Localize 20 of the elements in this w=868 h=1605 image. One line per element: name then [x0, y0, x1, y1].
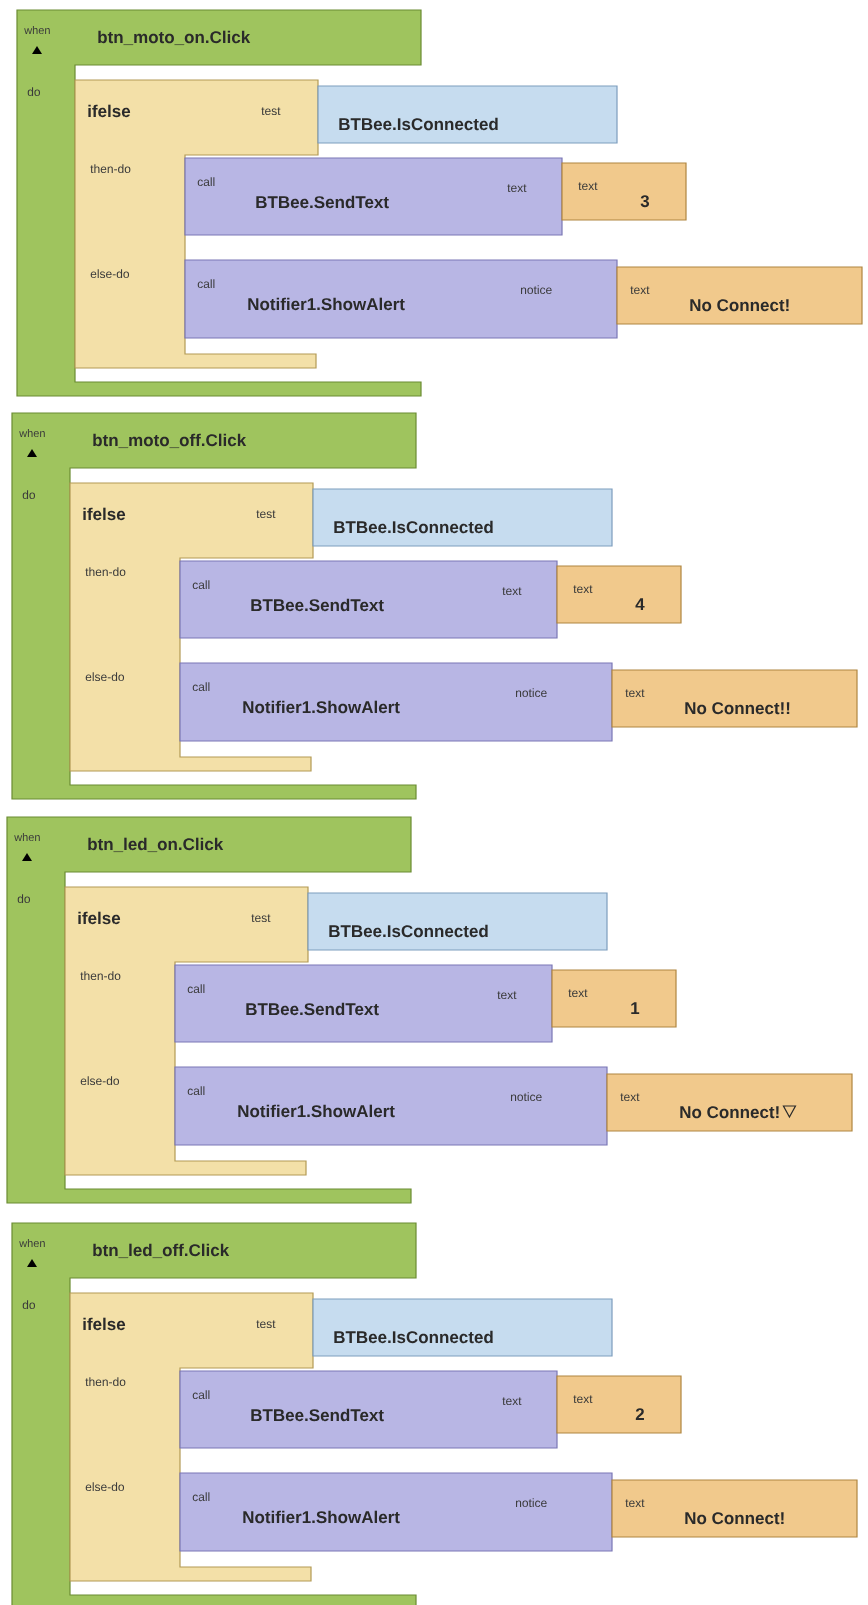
- call-block: call Notifier1.ShowAlert notice: [179, 662, 613, 742]
- text-block: text No Connect!!: [611, 669, 858, 728]
- text-block: text 2: [556, 1375, 682, 1434]
- text-block: text No Connect!: [611, 1479, 858, 1538]
- text-block: text No Connect!: [616, 266, 863, 325]
- call-block: call Notifier1.ShowAlert notice: [184, 259, 618, 339]
- call-block: call Notifier1.ShowAlert notice: [174, 1066, 608, 1146]
- text-block: text 4: [556, 565, 682, 624]
- getter-block: BTBee.IsConnected: [312, 488, 613, 547]
- getter-block: BTBee.IsConnected: [307, 892, 608, 951]
- call-block: call Notifier1.ShowAlert notice: [179, 1472, 613, 1552]
- call-block: call BTBee.SendText text: [184, 157, 563, 236]
- getter-block: BTBee.IsConnected: [317, 85, 618, 144]
- text-block: text 1: [551, 969, 677, 1028]
- getter-block: BTBee.IsConnected: [312, 1298, 613, 1357]
- text-block: text No Connect!: [606, 1073, 853, 1132]
- text-block: text 3: [561, 162, 687, 221]
- call-block: call BTBee.SendText text: [179, 560, 558, 639]
- call-block: call BTBee.SendText text: [179, 1370, 558, 1449]
- call-block: call BTBee.SendText text: [174, 964, 553, 1043]
